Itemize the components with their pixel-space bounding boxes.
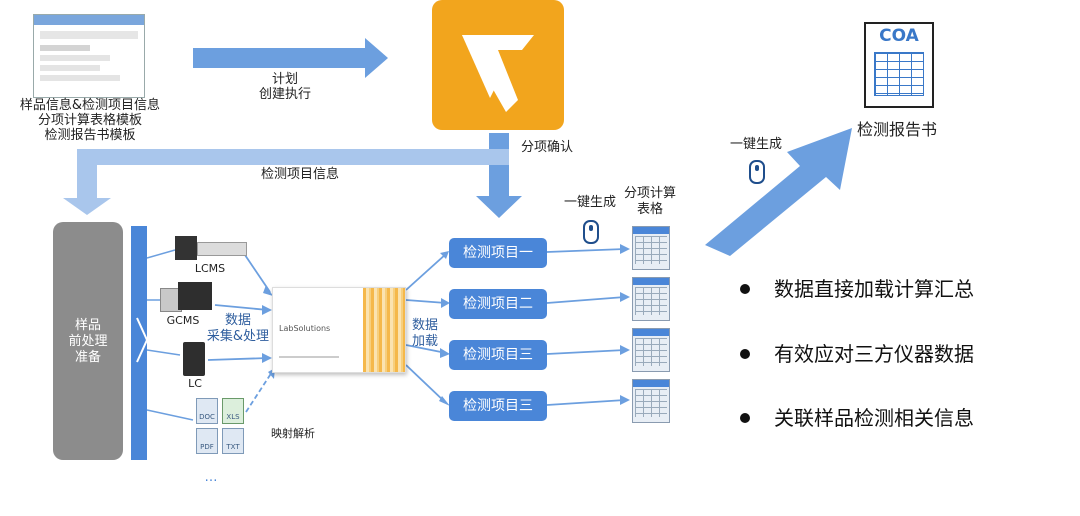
doc-file-icon: DOC — [196, 398, 218, 424]
app-logo — [432, 0, 564, 130]
test-item-2: 检测项目二 — [449, 289, 547, 319]
mouse-icon — [583, 220, 599, 244]
test-item-1: 检测项目一 — [449, 238, 547, 268]
collect-bar — [131, 226, 147, 460]
mapping-label: 映射解析 — [271, 427, 315, 440]
template-window-icon — [33, 14, 145, 98]
bullet-text-1: 数据直接加载计算汇总 — [774, 277, 974, 301]
more-files-ellipsis: … — [204, 470, 218, 485]
labsolutions-name: LabSolutions — [279, 324, 331, 333]
data-load-label-1: 数据 — [411, 318, 438, 333]
pretreat-label-2: 前处理 — [68, 334, 108, 349]
bullet-dot — [740, 283, 750, 294]
labsolutions-card: LabSolutions — [272, 287, 406, 373]
one-click-left-label: 一键生成 — [563, 195, 616, 210]
coa-badge: COA — [879, 26, 919, 46]
pretreat-block: 样品 前处理 准备 — [53, 222, 123, 460]
lc-instrument-icon — [183, 342, 205, 376]
bar-chevron — [136, 317, 149, 363]
doc-file-label: DOC — [199, 413, 215, 421]
xls-file-label: XLS — [226, 413, 240, 421]
confirm-label: 分项确认 — [520, 140, 573, 155]
template-caption-2: 分项计算表格模板 — [37, 113, 142, 128]
plan-label-1: 计划 — [271, 72, 298, 87]
coa-report-icon: COA — [864, 22, 934, 108]
bullet-text-3: 关联样品检测相关信息 — [774, 406, 974, 430]
template-caption-1: 样品信息&检测项目信息 — [19, 98, 161, 113]
bullet-1: 数据直接加载计算汇总 — [740, 276, 974, 302]
calc-sheet-icon — [632, 328, 670, 372]
xls-file-icon: XLS — [222, 398, 244, 424]
test-item-3: 检测项目三 — [449, 340, 547, 370]
app-logo-mark — [462, 35, 534, 112]
report-arrow — [705, 128, 852, 256]
lc-label: LC — [188, 377, 202, 390]
calc-sheet-icon — [632, 226, 670, 270]
txt-file-label: TXT — [226, 443, 240, 451]
pdf-file-icon: PDF — [196, 428, 218, 454]
bullet-text-2: 有效应对三方仪器数据 — [774, 342, 974, 366]
bullet-3: 关联样品检测相关信息 — [740, 405, 974, 431]
confirm-arrow — [476, 133, 522, 218]
mouse-icon — [749, 160, 765, 184]
calc-sheet-icon — [632, 277, 670, 321]
bullet-dot — [740, 348, 750, 359]
txt-file-icon: TXT — [222, 428, 244, 454]
lcms-instrument-icon — [175, 236, 247, 260]
gcms-instrument-icon — [160, 282, 212, 312]
sheet-label-1: 分项计算 — [623, 186, 676, 201]
bullet-2: 有效应对三方仪器数据 — [740, 341, 974, 367]
test-item-4: 检测项目三 — [449, 391, 547, 421]
one-click-right-label: 一键生成 — [729, 137, 782, 152]
plan-label-2: 创建执行 — [258, 87, 311, 102]
plan-arrow — [193, 38, 388, 78]
report-label: 检测报告书 — [856, 120, 937, 139]
gcms-label: GCMS — [166, 314, 200, 327]
pretreat-label-1: 样品 — [74, 318, 101, 333]
pdf-file-label: PDF — [200, 443, 214, 451]
data-load-label-2: 加载 — [411, 334, 438, 349]
data-collect-label-1: 数据 — [224, 313, 251, 328]
sheet-label-2: 表格 — [636, 202, 663, 217]
pretreat-label-3: 准备 — [74, 350, 101, 365]
info-back-label: 检测项目信息 — [260, 167, 339, 182]
lcms-label: LCMS — [194, 262, 226, 275]
data-collect-label-2: 采集&处理 — [206, 329, 270, 344]
template-caption-3: 检测报告书模板 — [44, 128, 136, 143]
bullet-dot — [740, 412, 750, 423]
info-back-arrow — [63, 149, 509, 215]
calc-sheet-icon — [632, 379, 670, 423]
